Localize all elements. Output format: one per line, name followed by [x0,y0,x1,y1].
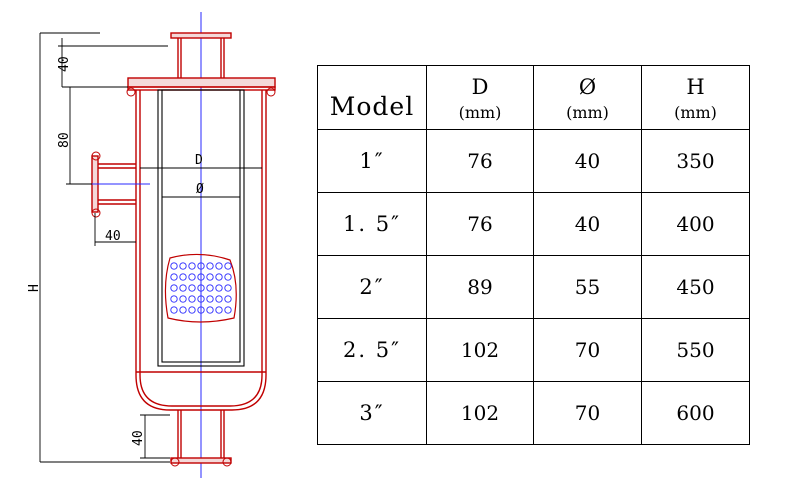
header-h: H (mm) [641,65,750,130]
perforation-hole [170,262,178,270]
cell-d: 102 [426,381,534,445]
perforation-hole [197,295,205,303]
table-row: 1. 5″ 76 40 400 [317,192,750,256]
cell-phi: 40 [533,129,642,193]
cell-h: 400 [641,192,750,256]
dim-outer-diameter: D [195,153,203,168]
perforation-hole [215,273,223,281]
perforation-hole [188,262,196,270]
cell-d: 76 [426,129,534,193]
clamp-icon [222,457,232,467]
cell-h: 600 [641,381,750,445]
perforation-hole [224,273,232,281]
perforation-hole [188,295,196,303]
perforation-hole [197,306,205,314]
dim-inner-diameter: Ø [196,182,204,197]
header-phi-symbol: Ø [578,74,597,99]
dim-top-flange: 40 [57,56,72,72]
perforation-hole [179,262,187,270]
perforation-hole [179,295,187,303]
header-h-symbol: H [686,74,705,99]
perforation-hole [179,273,187,281]
dim-overall-height: H [27,284,42,292]
dim-bottom-flange: 40 [131,430,146,446]
table-row: 1″ 76 40 350 [317,129,750,193]
header-phi-unit: (mm) [566,102,609,122]
perforation-hole [188,306,196,314]
cell-model: 1. 5″ [317,192,427,256]
inner-basket [157,89,245,367]
perforation-hole [206,306,214,314]
perforation-hole [215,262,223,270]
perforation-hole [188,284,196,292]
perforation-hole [215,306,223,314]
perforation-hole [215,284,223,292]
perforation-hole [224,306,232,314]
table-row: 2. 5″ 102 70 550 [317,318,750,382]
table-header-row: Model D (mm) Ø (mm) H (mm) [317,65,750,130]
cell-model: 2″ [317,255,427,319]
perforation-hole [206,273,214,281]
perforation-hole [206,295,214,303]
perforation-hole [170,284,178,292]
cell-model: 2. 5″ [317,318,427,382]
cell-phi: 70 [533,381,642,445]
filter-housing-drawing: 40 80 H 40 40 D Ø [27,12,276,478]
cell-phi: 70 [533,318,642,382]
clamp-icon [126,87,136,97]
perforation-hole [197,262,205,270]
cell-d: 89 [426,255,534,319]
perforation-hole [179,306,187,314]
clamp-icon [91,151,101,161]
perforation-hole [170,273,178,281]
perforation-hole [224,295,232,303]
clamp-icon [91,208,101,218]
perforation-hole [170,306,178,314]
clamp-icon [170,457,180,467]
cell-phi: 40 [533,192,642,256]
header-d: D (mm) [426,65,534,130]
header-d-symbol: D [471,74,489,99]
perforation-hole [188,273,196,281]
table-row: 3″ 102 70 600 [317,381,750,445]
perforated-screen [164,253,237,323]
header-h-unit: (mm) [674,102,717,122]
housing-body [135,90,267,411]
perforation-hole [179,284,187,292]
perforation-hole [206,284,214,292]
dimension-lines [39,32,262,463]
header-phi: Ø (mm) [533,65,642,130]
cell-phi: 55 [533,255,642,319]
perforation-hole [197,273,205,281]
table-row: 2″ 89 55 450 [317,255,750,319]
cell-d: 76 [426,192,534,256]
clamp-icon [266,87,276,97]
perforation-hole [197,284,205,292]
perforation-hole [224,262,232,270]
cell-h: 550 [641,318,750,382]
spec-table: Model D (mm) Ø (mm) H (mm) 1″ 76 40 350 … [317,65,750,445]
dim-inlet-length: 40 [105,229,121,244]
dim-upper-offset: 80 [57,132,72,148]
header-d-unit: (mm) [458,102,502,122]
cell-h: 350 [641,129,750,193]
cell-model: 3″ [317,381,427,445]
header-model: Model [317,65,427,130]
top-outlet-pipe [170,32,232,82]
perforation-hole [206,262,214,270]
cell-d: 102 [426,318,534,382]
cell-model: 1″ [317,129,427,193]
perforation-hole [224,284,232,292]
perforation-hole [170,295,178,303]
cell-h: 450 [641,255,750,319]
perforation-hole [215,295,223,303]
